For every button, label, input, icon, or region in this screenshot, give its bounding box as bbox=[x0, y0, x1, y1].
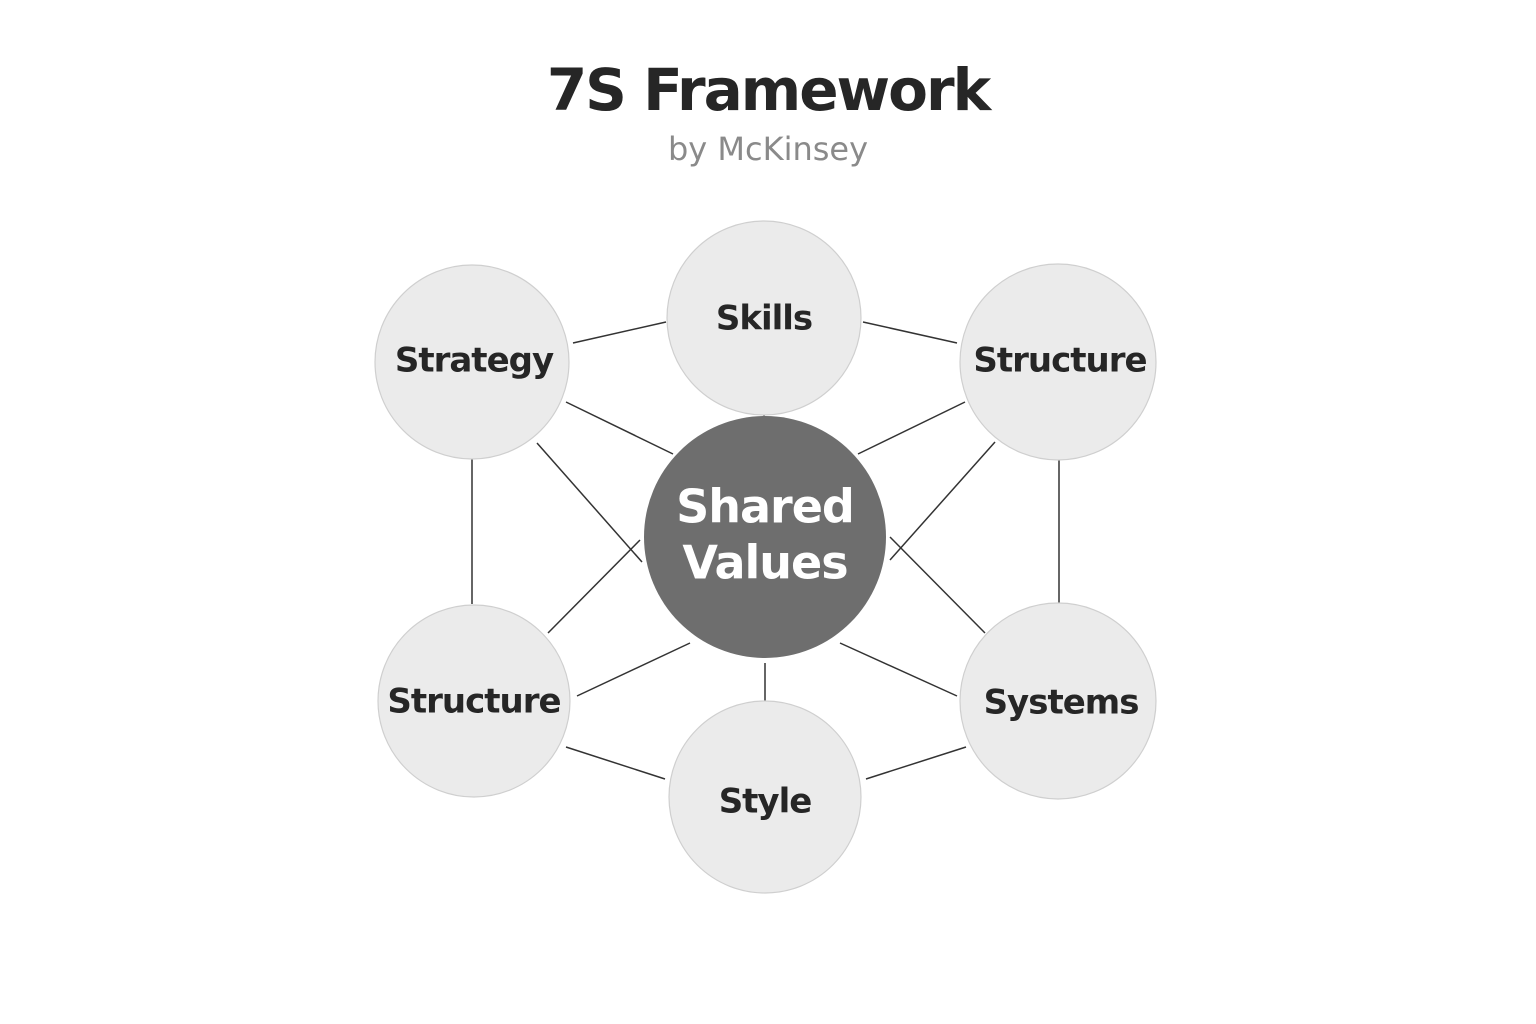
connector bbox=[839, 642, 958, 697]
center-label-line2: Values bbox=[682, 536, 847, 590]
node-systems bbox=[959, 602, 1157, 800]
node-structure-right bbox=[959, 263, 1157, 461]
connector bbox=[572, 321, 667, 344]
node-strategy bbox=[374, 264, 570, 460]
node-label-skills: Skills bbox=[716, 299, 812, 339]
node-label-systems: Systems bbox=[984, 683, 1139, 723]
connector bbox=[536, 442, 643, 563]
diagram-title: 7S Framework bbox=[546, 56, 991, 124]
node-structure-left bbox=[377, 604, 571, 798]
center-label-line1: Shared bbox=[676, 480, 854, 534]
connector bbox=[857, 401, 966, 455]
connectors bbox=[471, 321, 1060, 780]
node-shared-values bbox=[644, 416, 886, 658]
diagram-subtitle: by McKinsey bbox=[667, 130, 869, 168]
node-label-structure-left: Structure bbox=[387, 682, 560, 722]
connector bbox=[889, 441, 996, 561]
node-label-strategy: Strategy bbox=[395, 341, 554, 381]
connector bbox=[547, 539, 641, 634]
connector bbox=[862, 321, 958, 344]
connector bbox=[565, 401, 674, 455]
connector bbox=[565, 746, 666, 780]
connector bbox=[576, 642, 691, 697]
node-style bbox=[668, 700, 862, 894]
connector bbox=[889, 536, 986, 634]
connector bbox=[865, 746, 967, 780]
node-label-structure-right: Structure bbox=[973, 341, 1146, 381]
node-label-style: Style bbox=[719, 782, 812, 822]
node-skills bbox=[666, 220, 862, 416]
